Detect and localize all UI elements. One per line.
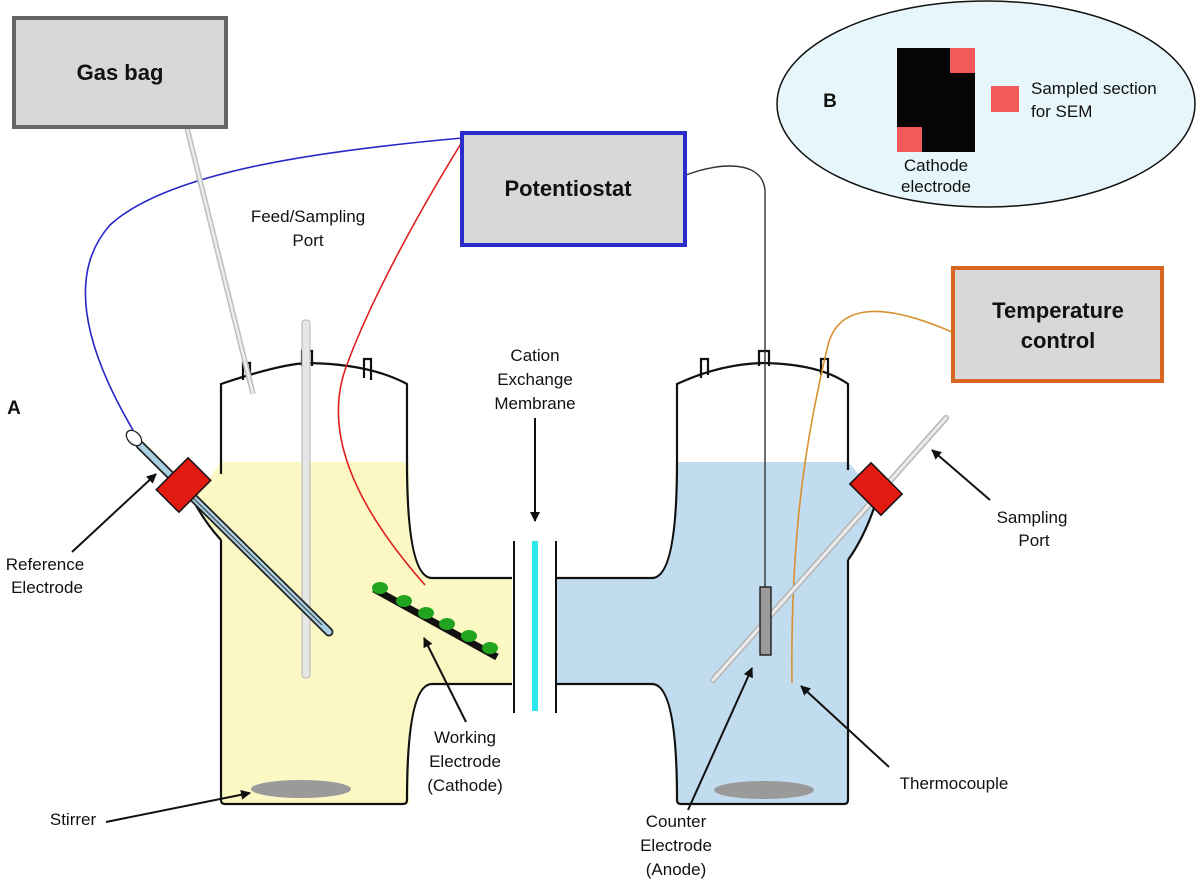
- orange-wire: [791, 310, 953, 684]
- panel-b-label: B: [823, 91, 837, 112]
- gas-bag-box: Gas bag: [12, 16, 228, 129]
- working-electrode: [372, 582, 499, 661]
- annotation-arrows: [71, 418, 991, 823]
- panel-a-label: A: [7, 398, 21, 419]
- cathode-label-line1: Cathode: [904, 156, 968, 175]
- membrane-label-line3: Membrane: [494, 394, 575, 413]
- sampling-label-line1: Sampling: [997, 508, 1068, 527]
- temperature-label-line1: Temperature: [992, 298, 1124, 323]
- temperature-label-line2: control: [1021, 328, 1096, 353]
- gas-bag-label: Gas bag: [77, 60, 164, 85]
- thermocouple-label: Thermocouple: [900, 774, 1009, 793]
- potentiostat-label: Potentiostat: [504, 176, 632, 201]
- right-chamber-outline: [556, 349, 880, 806]
- cathode-label-line2: electrode: [901, 177, 971, 196]
- working-arrow: [423, 637, 467, 723]
- blue-wire: [84, 137, 463, 431]
- right-stirrer: [714, 781, 814, 799]
- sampling-port-tube: [710, 415, 949, 683]
- counter-electrode: [759, 586, 772, 656]
- cation-exchange-membrane: [513, 541, 557, 713]
- counter-label-line3: (Anode): [646, 860, 706, 879]
- sampling-port-clamp: [848, 461, 904, 517]
- reference-label-line2: Electrode: [11, 578, 83, 597]
- temperature-control-box: Temperature control: [951, 266, 1164, 383]
- red-wire: [337, 141, 463, 586]
- working-label-line3: (Cathode): [427, 776, 503, 795]
- membrane-label-line1: Cation: [510, 346, 559, 365]
- legend-label-line1: Sampled section: [1031, 79, 1157, 98]
- membrane-label-line2: Exchange: [497, 370, 573, 389]
- counter-arrow: [687, 667, 753, 811]
- feed-label-line1: Feed/Sampling: [251, 207, 365, 226]
- black-wire: [685, 165, 766, 590]
- sampled-section-bottom: [897, 127, 922, 152]
- gas-bag-tube: [184, 127, 256, 395]
- left-stirrer: [251, 780, 351, 798]
- sampled-section-top: [950, 48, 975, 73]
- right-electrolyte: [556, 462, 878, 804]
- reference-clamp: [155, 456, 212, 514]
- legend-swatch: [991, 86, 1019, 112]
- reference-label-line1: Reference: [6, 555, 84, 574]
- feed-sampling-tube: [301, 319, 311, 679]
- stirrer-label: Stirrer: [50, 810, 97, 829]
- working-label-line2: Electrode: [429, 752, 501, 771]
- stirrer-arrow: [105, 789, 251, 823]
- working-label-line1: Working: [434, 728, 496, 747]
- counter-label-line2: Electrode: [640, 836, 712, 855]
- reference-arrow: [71, 473, 157, 553]
- feed-label-line2: Port: [292, 231, 323, 250]
- counter-label-line1: Counter: [646, 812, 707, 831]
- sampling-label-line2: Port: [1018, 531, 1049, 550]
- thermocouple-arrow: [800, 685, 890, 768]
- potentiostat-box: Potentiostat: [460, 131, 687, 247]
- panel-b: B Cathode electrode Sampled section for …: [776, 0, 1196, 208]
- legend-label-line2: for SEM: [1031, 102, 1092, 121]
- sampling-arrow: [931, 449, 991, 501]
